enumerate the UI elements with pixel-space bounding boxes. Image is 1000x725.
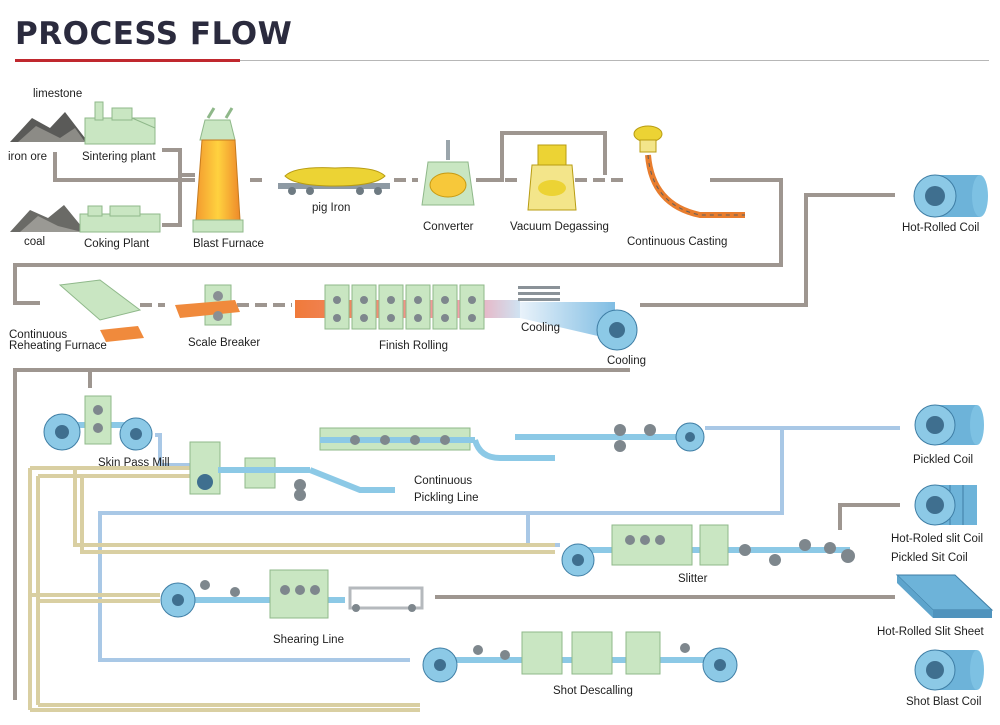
label-pig-iron: pig Iron [312, 202, 350, 214]
title-underline [15, 60, 989, 61]
pig-iron-torpedo-car [278, 167, 390, 195]
label-coal: coal [24, 236, 45, 248]
hot-rolled-slit-sheet-icon [895, 574, 994, 618]
slit-coil-icon [914, 484, 977, 526]
label-hot-rolled-slit-sheet: Hot-Rolled Slit Sheet [877, 626, 985, 638]
label-slitter: Slitter [678, 573, 708, 585]
label-continuous-casting: Continuous Casting [627, 236, 727, 248]
label-pickled-coil: Pickled Coil [913, 454, 973, 466]
shot-descalling-line [422, 631, 738, 683]
label-shot-blast-coil: Shot Blast Coil [906, 696, 981, 708]
blast-furnace [192, 107, 244, 233]
label-pickling-1: Continuous [414, 475, 472, 487]
flow-lines-tan [28, 466, 555, 712]
label-shot-descalling: Shot Descalling [553, 685, 633, 697]
diagram-labels: limestone iron ore Sintering plant coal … [8, 88, 985, 708]
label-hot-rolled-coil: Hot-Rolled Coil [902, 222, 979, 234]
label-sintering-plant: Sintering plant [82, 151, 156, 163]
label-reheating-1: Continuous [9, 329, 67, 341]
cooling-spray-rolls [518, 286, 560, 301]
cooling-coil [520, 302, 638, 351]
label-pickling-2: Pickling Line [414, 492, 479, 504]
label-skin-pass-mill: Skin Pass Mill [98, 457, 170, 469]
hot-rolled-coil-icon [913, 174, 988, 218]
title-accent-bar [15, 59, 240, 62]
label-coking-plant: Coking Plant [84, 238, 150, 250]
coking-plant-building [79, 205, 161, 233]
flow-lines-blue [98, 426, 900, 662]
label-hot-roled-slit-coil: Hot-Roled slit Coil [891, 533, 983, 545]
pickled-coil-icon [914, 404, 984, 446]
shot-blast-coil-icon [914, 649, 984, 691]
skin-pass-mill [43, 395, 153, 451]
sintering-plant-building [84, 101, 156, 145]
label-shearing-line: Shearing Line [273, 634, 344, 646]
iron-ore-pile [10, 112, 88, 142]
label-finish-rolling: Finish Rolling [379, 340, 448, 352]
shearing-line [160, 569, 424, 619]
label-scale-breaker: Scale Breaker [188, 337, 260, 349]
converter-vessel [421, 140, 475, 206]
continuous-casting-machine [633, 125, 745, 218]
flow-lines-grey [13, 131, 900, 700]
label-vacuum-degassing: Vacuum Degassing [510, 221, 609, 233]
slitter-machine [561, 524, 855, 577]
finish-rolling-mill [295, 284, 520, 330]
label-pickled-sit-coil: Pickled Sit Coil [891, 552, 968, 564]
scale-breaker [175, 284, 240, 326]
label-iron-ore: iron ore [8, 151, 47, 163]
label-limestone: limestone [33, 88, 82, 100]
vacuum-degassing-unit [527, 144, 577, 211]
label-blast-furnace: Blast Furnace [193, 238, 264, 250]
label-reheating-2: Reheating Furnace [9, 340, 107, 352]
coal-pile [10, 205, 86, 232]
label-cooling-coil: Cooling [607, 355, 646, 367]
label-cooling-spray: Cooling [521, 322, 560, 334]
reheating-furnace [58, 279, 144, 342]
label-converter: Converter [423, 221, 474, 233]
continuous-pickling-line [189, 422, 705, 501]
page-title: PROCESS FLOW [15, 16, 293, 52]
